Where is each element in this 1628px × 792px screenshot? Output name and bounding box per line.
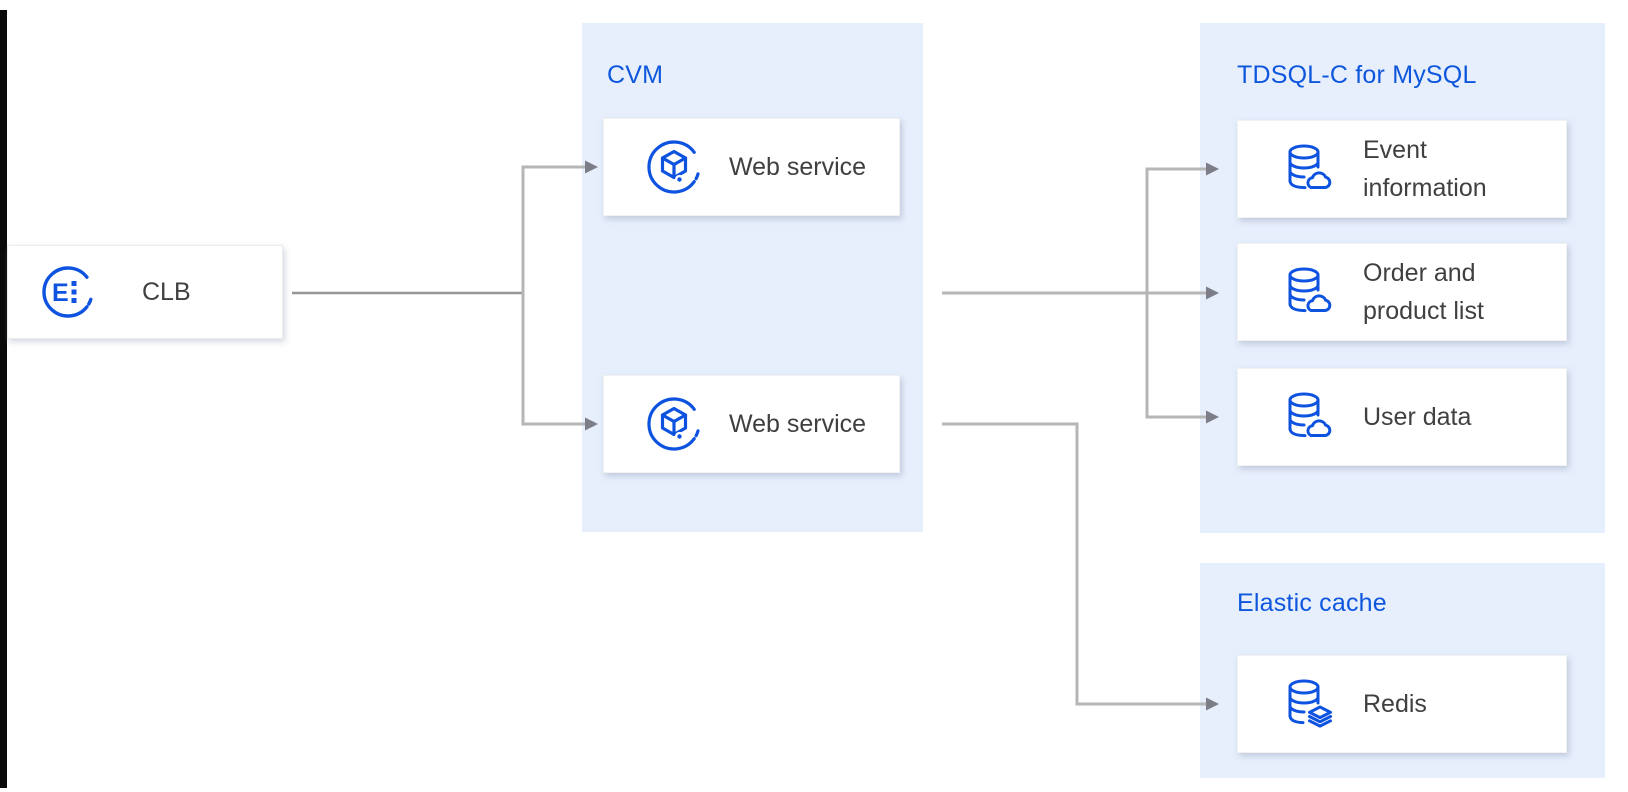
tdsql-group: TDSQL-C for MySQL Event information [1200,23,1605,533]
clb-node: E CLB [7,245,283,339]
database-cloud-icon [1288,392,1332,438]
database-cloud-icon [1288,144,1332,190]
connector-clb-fork [521,165,586,426]
cvm-group: CVM Web service [582,23,923,532]
user-data-node: User data [1237,368,1567,466]
clb-icon: E [42,266,93,318]
cvm-server-icon [647,397,700,451]
cvm-server-icon [647,140,700,194]
node-label: Order and product list [1363,259,1484,325]
connector-tdsql-fork [1145,167,1207,419]
order-product-node: Order and product list [1237,243,1567,341]
web-service-node-1: Web service [603,118,900,216]
clb-node-label: CLB [142,277,191,306]
node-label: User data [1363,403,1472,431]
left-edge-border [0,10,7,788]
elastic-cache-group-label: Elastic cache [1237,589,1387,617]
tdsql-group-label: TDSQL-C for MySQL [1237,61,1477,89]
event-information-node: Event information [1237,120,1567,218]
node-label: Event information [1363,136,1487,202]
redis-cache-icon [1288,679,1332,728]
node-label: Web service [729,410,867,438]
node-label: Web service [729,153,867,181]
node-label: Redis [1363,690,1427,718]
svg-text:E: E [52,279,69,307]
redis-node: Redis [1237,655,1567,753]
database-cloud-icon [1288,267,1332,313]
cvm-group-label: CVM [607,61,664,89]
connector-web-to-redis [942,422,1207,706]
elastic-cache-group: Elastic cache Redis [1200,563,1605,778]
web-service-node-2: Web service [603,375,900,473]
